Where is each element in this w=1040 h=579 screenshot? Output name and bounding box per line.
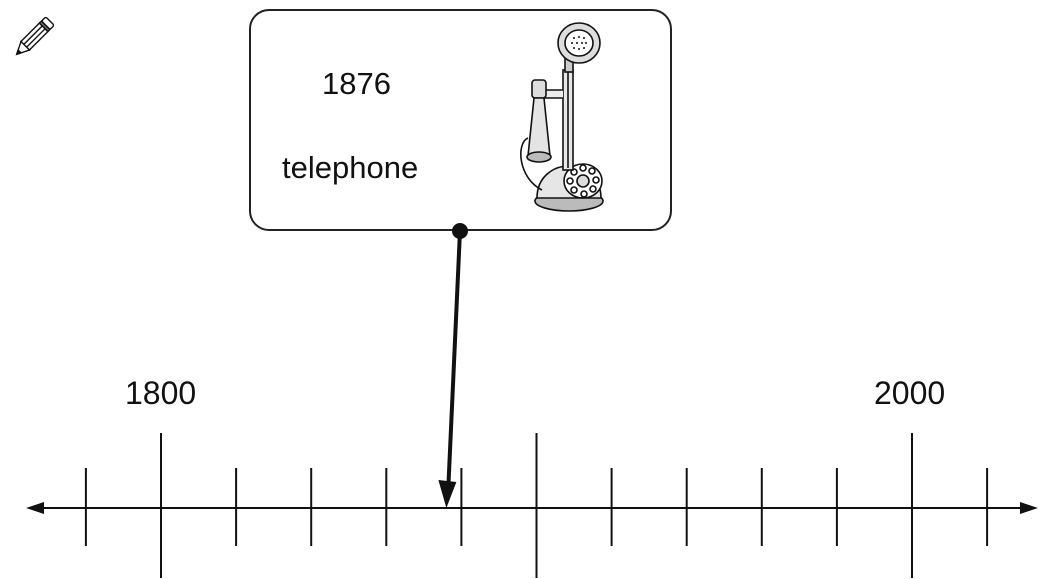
axis-right-arrowhead xyxy=(1020,502,1038,514)
axis-left-arrowhead xyxy=(26,502,44,514)
axis-start-label: 1800 xyxy=(125,375,197,411)
event-year: 1876 xyxy=(322,66,391,101)
event-pointer-dot xyxy=(452,223,468,239)
event-name: telephone xyxy=(282,150,419,185)
event-pointer-arrowhead xyxy=(438,480,457,508)
axis-end-label: 2000 xyxy=(874,375,946,411)
candlestick-telephone-icon xyxy=(520,22,604,212)
pencil-icon xyxy=(15,16,55,56)
event-pointer-line xyxy=(446,230,462,487)
